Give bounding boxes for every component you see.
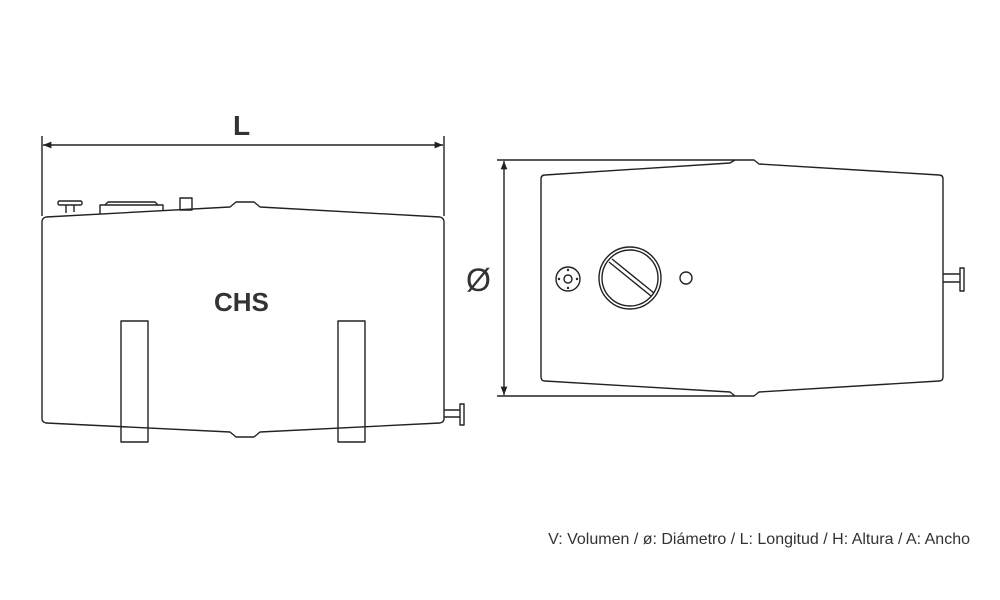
side-view [41, 136, 465, 443]
tank-body-end [540, 159, 944, 397]
manhole-lid [598, 246, 662, 310]
outlet-valve-end [943, 267, 965, 292]
flange-fitting [555, 266, 581, 292]
support-leg-right [337, 320, 366, 443]
vent-fitting [57, 200, 83, 213]
support-leg-left [120, 320, 149, 443]
diameter-label: Ø [466, 262, 491, 298]
small-port [679, 271, 693, 285]
tank-model-label: CHS [214, 287, 269, 317]
manhole-side [99, 201, 164, 214]
dimension-legend: V: Volumen / ø: Diámetro / L: Longitud /… [548, 531, 970, 548]
length-label: L [233, 110, 251, 141]
tank-body-side [41, 201, 445, 438]
end-view [497, 159, 965, 397]
outlet-valve-side [444, 403, 465, 426]
small-fitting [179, 197, 193, 211]
